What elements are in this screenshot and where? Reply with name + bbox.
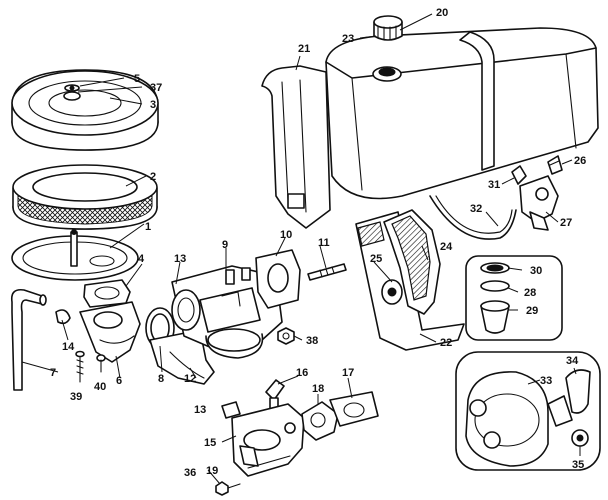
callout-label: 26 xyxy=(574,155,586,167)
gasket-17 xyxy=(329,391,379,427)
fitting-26 xyxy=(547,155,563,175)
fuel-cap-23 xyxy=(373,15,403,41)
adapter-elbow xyxy=(79,301,141,363)
callout-label: 23 xyxy=(342,33,354,45)
callout-label: 40 xyxy=(94,381,106,393)
callout-label: 39 xyxy=(70,391,82,403)
callout-label: 21 xyxy=(298,43,310,55)
screw-39 xyxy=(75,350,85,383)
callout-label: 16 xyxy=(296,367,308,379)
callout-label: 13 xyxy=(194,404,206,416)
callout-label: 38 xyxy=(306,335,318,347)
callout-label: 25 xyxy=(370,253,382,265)
callout-label: 22 xyxy=(440,337,452,349)
spacer-10 xyxy=(255,249,301,309)
carburetor xyxy=(171,265,283,359)
gasket-18 xyxy=(301,401,339,441)
callout-label: 18 xyxy=(312,383,324,395)
fuel-line-32 xyxy=(429,195,517,240)
shutoff-valve-27 xyxy=(519,175,559,231)
tank-bracket-21 xyxy=(261,65,331,229)
blower-housing-inset xyxy=(455,351,601,471)
breather-tube xyxy=(10,288,47,391)
callout-label: 6 xyxy=(116,375,122,387)
callout-label: 19 xyxy=(206,465,218,477)
callout-label: 27 xyxy=(560,217,572,229)
callout-label: 4 xyxy=(138,253,145,265)
wing-nut xyxy=(64,84,80,92)
callout-label: 34 xyxy=(566,355,579,367)
callout-label: 36 xyxy=(184,467,196,479)
callout-label: 33 xyxy=(540,375,552,387)
callout-label: 35 xyxy=(572,459,584,471)
clamp-14 xyxy=(55,309,71,325)
callout-label: 17 xyxy=(342,367,354,379)
fuel-pump-15 xyxy=(231,403,305,477)
callout-label: 8 xyxy=(158,373,164,385)
leader-lines xyxy=(21,13,581,485)
fitting-13 xyxy=(221,401,241,419)
callout-label: 37 xyxy=(150,82,162,94)
clamp-31 xyxy=(511,165,527,185)
callout-label: 7 xyxy=(50,367,56,379)
callout-label: 20 xyxy=(436,7,448,19)
callout-label: 1 xyxy=(145,221,151,233)
callout-label: 2 xyxy=(150,171,156,183)
tank-filler-neck xyxy=(372,66,402,82)
callout-label: 15 xyxy=(204,437,216,449)
callout-label: 30 xyxy=(530,265,542,277)
stud-11 xyxy=(307,263,347,281)
callout-label: 3 xyxy=(150,99,156,111)
callout-label: 5 xyxy=(134,73,140,85)
callout-label: 10 xyxy=(280,229,292,241)
air-cleaner-cover xyxy=(11,69,159,151)
insulator-24 xyxy=(383,209,441,315)
callout-label: 12 xyxy=(184,373,196,385)
callout-label: 9 xyxy=(222,239,228,251)
callout-label: 28 xyxy=(524,287,536,299)
air-filter-element xyxy=(12,164,158,230)
callout-label: 14 xyxy=(62,341,75,353)
callout-label: 11 xyxy=(318,237,330,249)
air-cleaner-base xyxy=(11,229,139,281)
callout-label: 32 xyxy=(470,203,482,215)
nut-40 xyxy=(96,354,106,373)
fuel-tank-20 xyxy=(325,27,599,200)
callout-label: 29 xyxy=(526,305,538,317)
callout-label: 13 xyxy=(174,253,186,265)
callout-label: 24 xyxy=(440,241,453,253)
sediment-bowl-inset xyxy=(465,255,563,341)
callout-labels: 5 37 3 2 1 4 6 7 8 9 10 11 12 13 13 14 1… xyxy=(50,7,586,479)
nut-37 xyxy=(277,327,295,345)
callout-label: 31 xyxy=(488,179,500,191)
bolt-19 xyxy=(215,481,241,496)
